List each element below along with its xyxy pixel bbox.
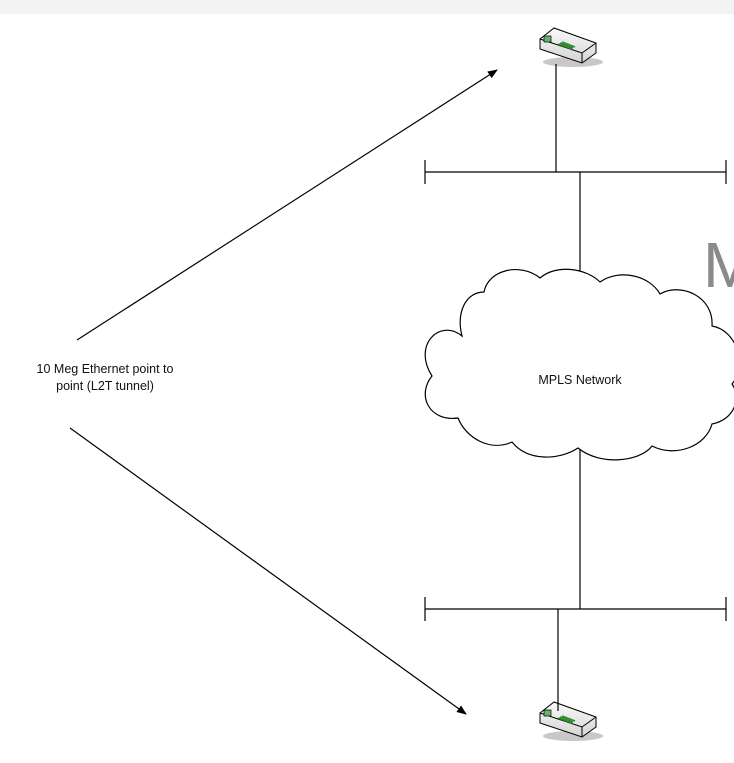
cloud-icon [424, 268, 734, 461]
arrow-to-top-router [76, 69, 498, 341]
router-icon[interactable] [539, 701, 603, 741]
mpls-network-label: MPLS Network [538, 373, 622, 387]
link-annotation-line-2: point (L2T tunnel) [56, 379, 154, 393]
link-annotation: 10 Meg Ethernet point to point (L2T tunn… [0, 361, 210, 395]
bottom-network-bus [424, 450, 727, 711]
top-bar [0, 0, 734, 14]
top-network-bus [424, 64, 727, 285]
partial-title: M [703, 229, 734, 301]
arrow-to-bottom-router [69, 427, 467, 715]
router-icon[interactable] [539, 27, 603, 67]
link-annotation-line-1: 10 Meg Ethernet point to [36, 362, 174, 376]
